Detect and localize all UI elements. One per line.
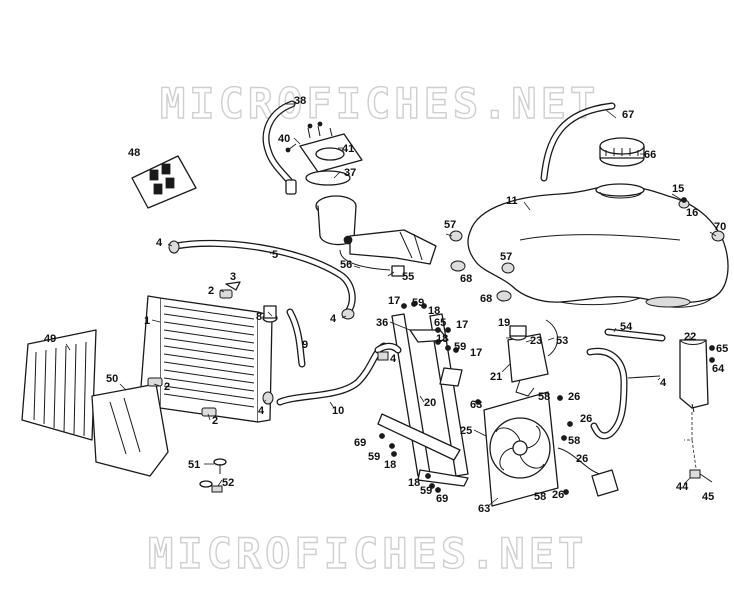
callout-11: 11 — [506, 195, 518, 207]
callout-19: 19 — [498, 317, 510, 329]
callout-70: 70 — [714, 221, 726, 233]
callout-45: 45 — [702, 491, 714, 503]
overflow-hose — [604, 328, 666, 342]
callout-2a: 2 — [208, 285, 214, 297]
callout-58a: 58 — [538, 391, 550, 403]
coolant-return-hose — [586, 347, 661, 440]
lower-radiator-hose — [262, 342, 388, 406]
mount-bracket — [225, 281, 241, 291]
callout-49: 49 — [44, 333, 56, 345]
callout-2b: 2 — [164, 381, 170, 393]
callout-50: 50 — [106, 373, 118, 385]
callout-69b: 69 — [436, 493, 448, 505]
callout-48: 48 — [128, 147, 140, 159]
screws-51-52 — [199, 458, 227, 493]
callout-51: 51 — [188, 459, 200, 471]
upper-radiator-hose — [168, 239, 356, 320]
callout-18a: 18 — [428, 305, 440, 317]
callout-10: 10 — [332, 405, 344, 417]
callout-4d: 4 — [390, 353, 397, 365]
callout-8: 8 — [256, 311, 262, 323]
callout-64: 64 — [712, 363, 725, 375]
callout-59d: 59 — [420, 485, 432, 497]
callout-26d: 26 — [552, 489, 564, 501]
hose-clip-pack — [131, 155, 197, 209]
callout-59a: 59 — [412, 297, 424, 309]
callout-65b: 65 — [716, 343, 728, 355]
callout-56: 56 — [340, 259, 352, 271]
breather-hose-9 — [286, 308, 306, 368]
callout-40: 40 — [278, 133, 290, 145]
expansion-tank — [507, 319, 558, 397]
watermark-top: MICROFICHES.NET — [160, 79, 599, 128]
callout-16: 16 — [686, 207, 698, 219]
callout-63a: 63 — [470, 399, 482, 411]
callout-36: 36 — [376, 317, 388, 329]
callout-9: 9 — [302, 339, 308, 351]
callout-25: 25 — [460, 425, 472, 437]
radiator-shroud — [91, 383, 169, 477]
callout-18b: 18 — [436, 333, 448, 345]
hose-clamp-4 — [374, 342, 402, 361]
cooling-fan — [483, 391, 619, 507]
callout-37: 37 — [344, 167, 356, 179]
callout-38: 38 — [294, 95, 306, 107]
callout-52: 52 — [222, 477, 234, 489]
radiator-grille — [21, 329, 97, 441]
callout-57b: 57 — [500, 251, 512, 263]
callout-17b: 17 — [456, 319, 468, 331]
leader-lines — [65, 103, 717, 507]
coolant-reservoir — [679, 339, 713, 483]
support-bracket — [377, 313, 469, 487]
callout-41: 41 — [342, 143, 354, 155]
callout-68a: 68 — [460, 273, 472, 285]
fuel-tank — [467, 183, 729, 308]
callout-20: 20 — [424, 397, 436, 409]
callout-58b: 58 — [568, 435, 580, 447]
callout-labels: 38 40 41 37 48 67 66 11 15 16 70 57 57 6… — [44, 95, 728, 515]
callout-69a: 69 — [354, 437, 366, 449]
tank-vent-hose — [540, 102, 616, 182]
fuel-cap — [599, 137, 645, 167]
callout-67: 67 — [622, 109, 634, 121]
callout-4a: 4 — [156, 237, 163, 249]
callout-2c: 2 — [212, 415, 218, 427]
callout-57a: 57 — [444, 219, 456, 231]
callout-18c: 18 — [384, 459, 396, 471]
callout-68b: 68 — [480, 293, 492, 305]
callout-65a: 65 — [434, 317, 446, 329]
callout-54: 54 — [620, 321, 633, 333]
callout-15: 15 — [672, 183, 684, 195]
callout-53: 53 — [556, 335, 568, 347]
callout-17c: 17 — [470, 347, 482, 359]
callout-4e: 4 — [660, 377, 667, 389]
tank-grommets — [449, 199, 725, 302]
callout-44: 44 — [676, 481, 689, 493]
callout-58c: 58 — [534, 491, 546, 503]
callout-26a: 26 — [568, 391, 580, 403]
callout-5: 5 — [272, 249, 278, 261]
fuel-pump-assembly — [262, 100, 437, 277]
callout-63b: 63 — [478, 503, 490, 515]
callout-4c: 4 — [258, 405, 265, 417]
fasteners — [379, 197, 715, 495]
callout-3: 3 — [230, 271, 236, 283]
callout-17a: 17 — [388, 295, 400, 307]
radiator — [139, 295, 278, 423]
callout-59b: 59 — [454, 341, 466, 353]
callout-59c: 59 — [368, 451, 380, 463]
watermark-bottom: MICROFICHES.NET — [148, 529, 587, 578]
callout-4b: 4 — [330, 313, 337, 325]
callout-18d: 18 — [408, 477, 420, 489]
callout-66: 66 — [644, 149, 656, 161]
callout-21: 21 — [490, 371, 502, 383]
callout-22: 22 — [684, 331, 696, 343]
callout-23: 23 — [530, 335, 542, 347]
callout-26b: 26 — [580, 413, 592, 425]
callout-55: 55 — [402, 271, 414, 283]
callout-26c: 26 — [576, 453, 588, 465]
rubber-mounts — [147, 289, 233, 417]
callout-1: 1 — [144, 315, 150, 327]
